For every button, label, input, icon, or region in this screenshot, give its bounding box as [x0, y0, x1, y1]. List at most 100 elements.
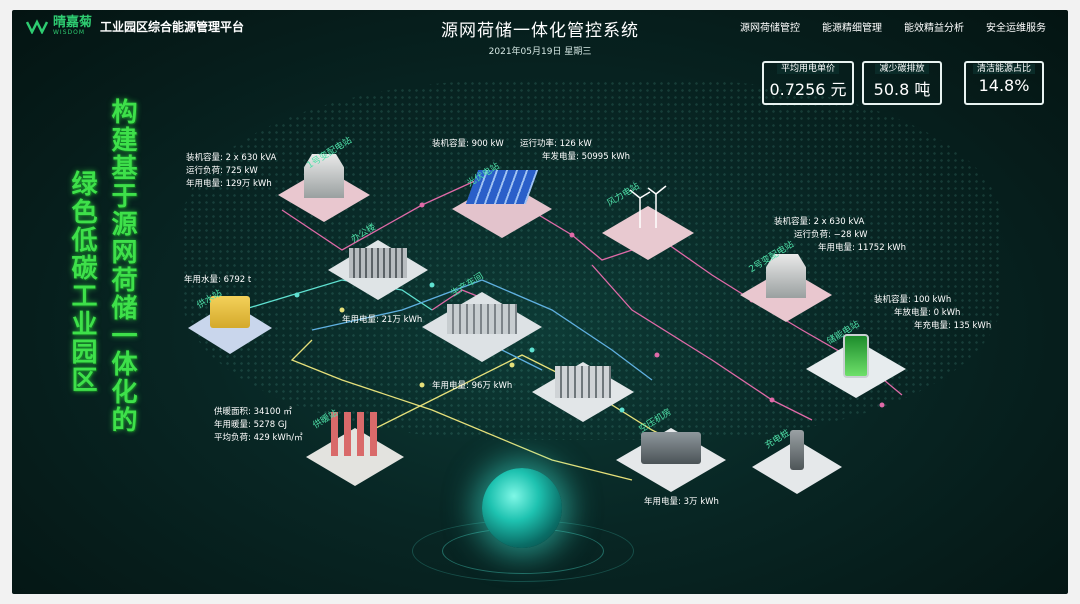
station-wind[interactable] — [602, 185, 694, 260]
station-water[interactable] — [188, 296, 272, 354]
workshop-building-icon — [447, 304, 517, 334]
substation-2-info: 装机容量: 2 x 630 kVA 运行负荷: −28 kW 年用电量: 117… — [774, 216, 906, 255]
kpi-avg-price: 平均用电单价 0.7256 元 — [762, 61, 854, 105]
info-unit: GJ — [277, 420, 287, 430]
info-line: 装机容量: 100 — [874, 295, 930, 305]
info-line: 年用电量: 11752 — [818, 243, 885, 253]
battery-icon — [843, 334, 869, 378]
info-unit: kWh/㎡ — [272, 433, 303, 443]
info-unit: kW — [490, 139, 504, 149]
station-substation-1[interactable] — [278, 154, 370, 222]
station-office[interactable] — [328, 240, 428, 300]
substation-1-info: 装机容量: 2 x 630 kVA 运行负荷: 725 kW 年用电量: 129… — [186, 152, 276, 191]
info-unit: kWh — [972, 321, 992, 331]
kpi-value: 0.7256 元 — [769, 80, 847, 99]
kpi-clean-energy-ratio: 清洁能源占比 14.8% — [964, 61, 1044, 105]
nav-item-grid-control[interactable]: 源网荷储管控 — [740, 23, 800, 34]
station-substation-2[interactable] — [740, 254, 832, 322]
heating-pipes-icon — [331, 412, 379, 456]
pv-capacity: 装机容量: 900 kW — [432, 138, 504, 151]
info-line: 运行负荷: −28 — [794, 230, 852, 240]
info-line: 运行负荷: 725 — [186, 166, 242, 176]
info-unit: kVA — [260, 153, 277, 163]
storage-info: 装机容量: 100 kWh 年放电量: 0 kWh 年充电量: 135 kWh — [874, 294, 991, 333]
kpi-label: 平均用电单价 — [776, 64, 839, 74]
office-usage: 年用电量: 21万 kWh — [342, 314, 422, 327]
info-unit: kW — [854, 230, 868, 240]
info-line: 年发电量: 50995 — [542, 152, 609, 162]
company-logo: 晴嘉菊 WISDOM — [26, 16, 92, 36]
info-unit: kWh — [611, 152, 631, 162]
nav-item-efficiency-analysis[interactable]: 能效精益分析 — [904, 23, 964, 34]
info-unit: t — [247, 275, 252, 285]
info-unit: kW — [578, 139, 592, 149]
info-unit: kWh — [887, 243, 907, 253]
info-unit: kWh — [403, 315, 423, 325]
info-line: 年用电量: 129万 — [186, 179, 251, 189]
station-workshop[interactable] — [422, 292, 542, 362]
current-date: 2021年05月19日 星期三 — [488, 47, 592, 57]
info-line: 供暖面积: 34100 — [214, 407, 281, 417]
aircomp-usage: 年用电量: 3万 kWh — [644, 496, 719, 509]
info-line: 年充电量: 135 — [914, 321, 970, 331]
building-icon — [555, 366, 611, 398]
nav-item-safety-service[interactable]: 安全运维服务 — [986, 23, 1046, 34]
cyan-flow-line — [290, 339, 633, 481]
heating-info: 供暖面积: 34100 ㎡ 年用暖量: 5278 GJ 平均负荷: 429 kW… — [214, 406, 303, 445]
info-unit: kVA — [848, 217, 865, 227]
station-storage[interactable] — [806, 334, 906, 398]
substation-building-icon — [304, 154, 344, 198]
office-building-icon — [349, 248, 407, 278]
pv-power-info: 运行功率: 126 kW 年发电量: 50995 kWh — [520, 138, 630, 164]
slogan-line-1: 构建基于源网荷储一体化的 — [107, 98, 137, 434]
top-nav: 源网荷储管控 能源精细管理 能效精益分析 安全运维服务 — [740, 19, 1046, 34]
logo-text: 晴嘉菊 — [53, 15, 93, 30]
charging-pile-icon — [790, 430, 804, 470]
platform-title: 工业园区综合能源管理平台 — [100, 20, 245, 34]
workshop-usage: 年用电量: 96万 kWh — [432, 380, 512, 393]
cyan-flow-line — [241, 279, 433, 311]
info-line: 装机容量: 900 — [432, 139, 488, 149]
info-unit: kWh — [253, 179, 272, 189]
water-tank-icon — [210, 296, 250, 328]
water-usage: 年用水量: 6792 t — [184, 274, 251, 287]
wind-turbine-icon — [629, 185, 667, 228]
info-line: 平均负荷: 429 — [214, 433, 270, 443]
info-line: 装机容量: 2 x 630 — [186, 153, 258, 163]
dashboard-canvas: 晴嘉菊 WISDOM 工业园区综合能源管理平台 源网荷储一体化管控系统 2021… — [12, 10, 1068, 594]
globe-icon — [482, 468, 562, 548]
substation-building-icon — [766, 254, 806, 298]
station-heating[interactable] — [306, 412, 404, 486]
leaf-logo-icon — [26, 19, 48, 34]
info-unit: kW — [244, 166, 258, 176]
logo-subtext: WISDOM — [53, 29, 86, 36]
cyan-flow-line — [311, 279, 653, 381]
info-line: 年用电量: 3万 — [644, 497, 698, 507]
system-title: 源网荷储一体化管控系统 — [441, 21, 639, 41]
kpi-label: 清洁能源占比 — [972, 64, 1035, 74]
info-unit: kWh — [493, 381, 513, 391]
kpi-value: 50.8 吨 — [873, 80, 931, 99]
info-line: 年用电量: 21万 — [342, 315, 401, 325]
kpi-value: 14.8% — [978, 76, 1030, 95]
nav-item-energy-management[interactable]: 能源精细管理 — [822, 23, 882, 34]
station-air-compressor[interactable] — [616, 428, 726, 492]
info-unit: kWh — [941, 308, 961, 318]
info-unit: kWh — [932, 295, 952, 305]
info-line: 运行功率: 126 — [520, 139, 576, 149]
station-charger[interactable] — [752, 430, 842, 494]
info-unit: ㎡ — [283, 407, 292, 417]
info-unit: kWh — [700, 497, 719, 507]
pink-flow-line — [591, 264, 813, 421]
compressor-icon — [641, 432, 701, 464]
info-line: 年用暖量: 5278 — [214, 420, 276, 430]
station-utility-building[interactable] — [532, 362, 634, 422]
info-line: 年用水量: 6792 — [184, 275, 246, 285]
info-line: 装机容量: 2 x 630 — [774, 217, 846, 227]
station-pv[interactable] — [452, 170, 552, 238]
info-line: 年用电量: 96万 — [432, 381, 491, 391]
slogan-line-2: 绿色低碳工业园区 — [67, 170, 97, 394]
info-line: 年放电量: 0 — [894, 308, 939, 318]
kpi-label: 减少碳排放 — [875, 64, 929, 74]
kpi-carbon-reduction: 减少碳排放 50.8 吨 — [862, 61, 942, 105]
